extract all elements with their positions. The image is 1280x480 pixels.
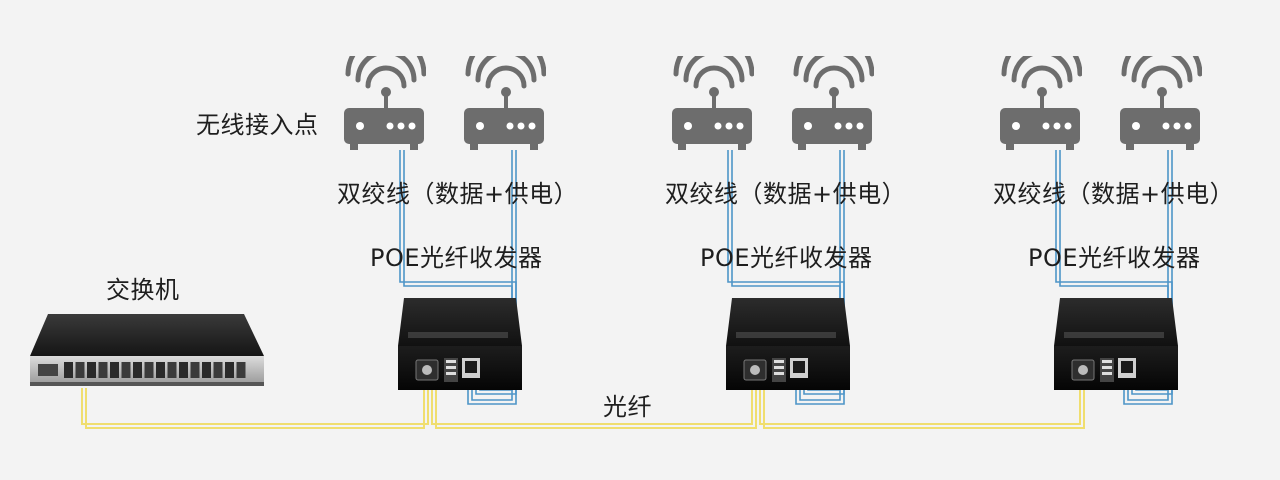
switch-console-port [38, 364, 58, 376]
access-point-2-1 [658, 56, 754, 176]
fiber-cable [435, 378, 757, 429]
wireless-router-icon [672, 56, 754, 150]
converter-label-1: POE光纤收发器 [370, 244, 543, 272]
fiber-cable [763, 378, 1085, 429]
twisted-pair-label-2: 双绞线（数据+供电） [665, 180, 907, 208]
twisted-pair-cable [795, 150, 845, 405]
converter-label-2: POE光纤收发器 [700, 244, 873, 272]
wireless-router-icon [1000, 56, 1082, 150]
fiber-cable [85, 378, 425, 429]
switch-port [236, 362, 246, 378]
switch-port [167, 362, 177, 378]
poe-fiber-converter-3 [1054, 296, 1180, 392]
poe-fiber-converter-2 [726, 296, 852, 392]
media-converter-icon [1054, 298, 1178, 390]
switch-port [202, 362, 211, 378]
switch-icon [30, 314, 264, 386]
switch-label: 交换机 [106, 276, 180, 304]
switch-port [213, 362, 223, 378]
converter-label-3: POE光纤收发器 [1028, 244, 1201, 272]
network-switch [30, 312, 264, 388]
fiber-cable [81, 378, 429, 425]
twisted-pair-cable [1123, 150, 1173, 405]
wireless-router-icon [792, 56, 874, 150]
poe-fiber-converter-1 [398, 296, 524, 392]
switch-port [190, 362, 200, 378]
switch-port [179, 362, 188, 378]
fiber-label: 光纤 [603, 393, 652, 421]
switch-port [121, 362, 131, 378]
switch-port [133, 362, 142, 378]
fiber-cable [431, 378, 753, 425]
switch-port [156, 362, 165, 378]
wireless-router-icon [1120, 56, 1202, 150]
switch-port [110, 362, 119, 378]
media-converter-icon [726, 298, 850, 390]
access-point-3-1 [986, 56, 1082, 176]
access-point-3-2 [1106, 56, 1202, 176]
media-converter-icon [398, 298, 522, 390]
twisted-pair-label-3: 双绞线（数据+供电） [993, 180, 1235, 208]
wireless-router-icon [464, 56, 546, 150]
switch-port [144, 362, 154, 378]
fiber-cable [759, 378, 1081, 425]
access-point-2-2 [778, 56, 874, 176]
access-point-1-2 [450, 56, 546, 176]
wireless-router-icon [344, 56, 426, 150]
switch-port [225, 362, 234, 378]
access-point-1-1 [330, 56, 426, 176]
access-point-label: 无线接入点 [196, 111, 319, 139]
twisted-pair-label-1: 双绞线（数据+供电） [337, 180, 579, 208]
twisted-pair-cable [467, 150, 517, 405]
switch-port [64, 362, 73, 378]
fiber-cable-lines [81, 378, 1085, 429]
switch-port [98, 362, 108, 378]
switch-port [75, 362, 85, 378]
switch-port [87, 362, 96, 378]
